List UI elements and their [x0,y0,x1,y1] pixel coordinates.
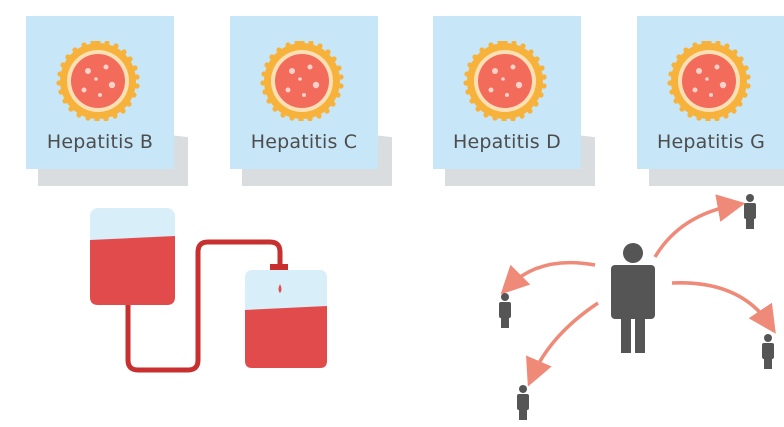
bag-cap [270,264,288,270]
person-icon [744,194,756,229]
person-icon [611,243,655,353]
card-label: Hepatitis C [250,131,358,153]
hepatitis-b-card: Hepatitis B [26,16,188,186]
person-to-person-transmission-icon [499,194,776,420]
card-face: Hepatitis D [433,16,581,169]
person-icon [517,385,529,420]
blood-fill [245,306,327,368]
person-icon [499,293,511,328]
arrow [526,301,599,387]
blood-drop-icon [278,284,282,293]
arrow [671,281,776,334]
hepatitis-c-card: Hepatitis C [230,16,392,186]
hepatitis-g-card: Hepatitis G [637,16,784,186]
virus-icon [659,41,759,121]
transfusion-tube [125,239,283,373]
arrow [500,260,596,295]
card-face: Hepatitis G [637,16,784,169]
person-icon [762,334,774,369]
hepatitis-d-card: Hepatitis D [433,16,595,186]
card-face: Hepatitis B [26,16,174,169]
card-label: Hepatitis G [657,131,765,153]
virus-icon [455,41,555,121]
card-label: Hepatitis B [46,131,154,153]
blood-fill [90,236,175,305]
virus-icon [252,41,352,121]
card-face: Hepatitis C [230,16,378,169]
blood-transfusion-icon [90,208,327,373]
arrow [653,194,746,258]
card-label: Hepatitis D [453,131,561,153]
virus-icon [48,41,148,121]
